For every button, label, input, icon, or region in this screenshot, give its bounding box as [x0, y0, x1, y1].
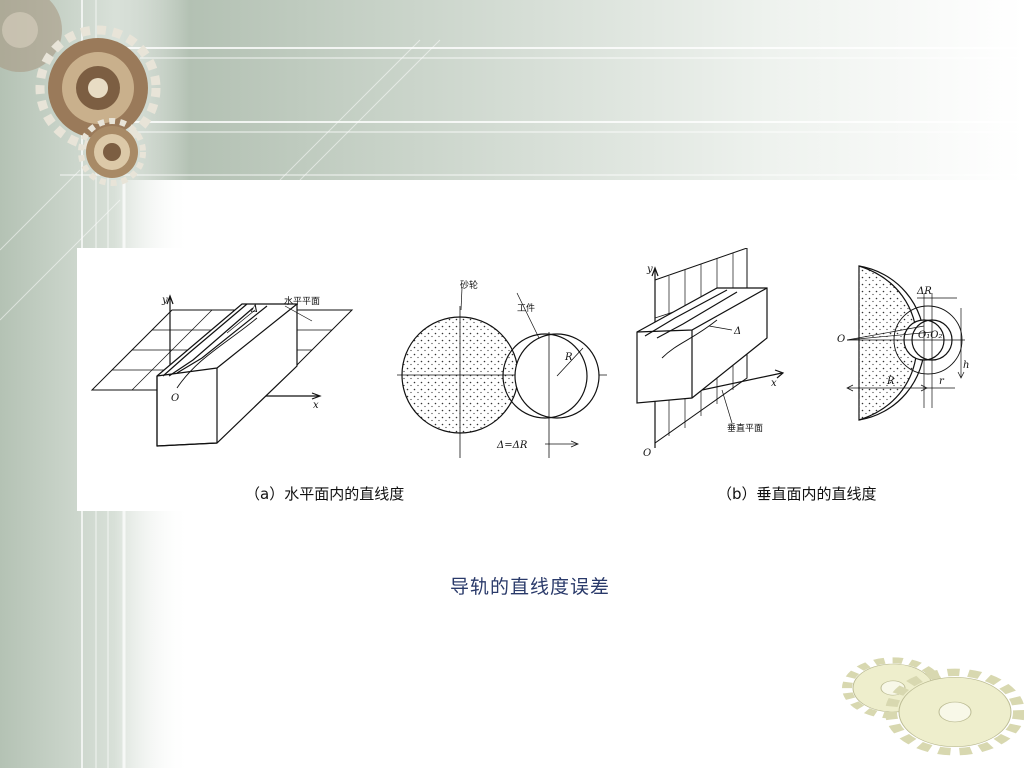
label-b-h: h — [963, 360, 969, 371]
gear-icon — [885, 668, 1024, 756]
label-b-y: y — [646, 264, 653, 275]
diagram-a-wheel — [397, 306, 607, 458]
label-a-wheel: 砂轮 — [460, 279, 478, 291]
slide-caption: 导轨的直线度误差 — [449, 576, 610, 598]
gear-icon — [78, 118, 146, 186]
figure-drawing: y x O Δ 水平平面 砂轮 工件 R — [90, 248, 969, 459]
diagram-b-wheel — [846, 265, 965, 421]
diagram-a-workpiece — [460, 287, 600, 458]
label-b-x: x — [771, 378, 777, 389]
label-b-delta-r: ΔR — [916, 286, 932, 297]
figure-caption-a: （a）水平面内的直线度 — [245, 485, 405, 503]
label-b-delta: Δ — [733, 326, 741, 337]
label-b-origin-right: O — [837, 334, 845, 345]
label-a-plane: 水平平面 — [284, 295, 320, 307]
label-b-radius-big: R — [886, 376, 895, 387]
label-a-workpiece: 工件 — [517, 302, 535, 314]
label-a-x: x — [313, 400, 319, 411]
label-a-radius: R — [564, 352, 573, 363]
label-b-centers: O₁O₂ — [918, 330, 942, 341]
diagram-b-rail — [636, 248, 785, 448]
diagram-a-rail — [90, 294, 354, 447]
label-a-y: y — [161, 295, 168, 306]
figure-caption-b: （b）垂直面内的直线度 — [717, 485, 877, 503]
label-a-origin: O — [171, 393, 179, 404]
label-b-plane: 垂直平面 — [727, 422, 763, 434]
figure-panel: y x O Δ 水平平面 砂轮 工件 R — [77, 248, 973, 511]
label-b-origin: O — [643, 448, 651, 459]
label-a-delta-eq: Δ=ΔR — [496, 440, 528, 451]
gear-icon — [35, 25, 161, 151]
label-b-radius-small: r — [939, 376, 945, 387]
label-a-delta: Δ — [250, 304, 258, 315]
